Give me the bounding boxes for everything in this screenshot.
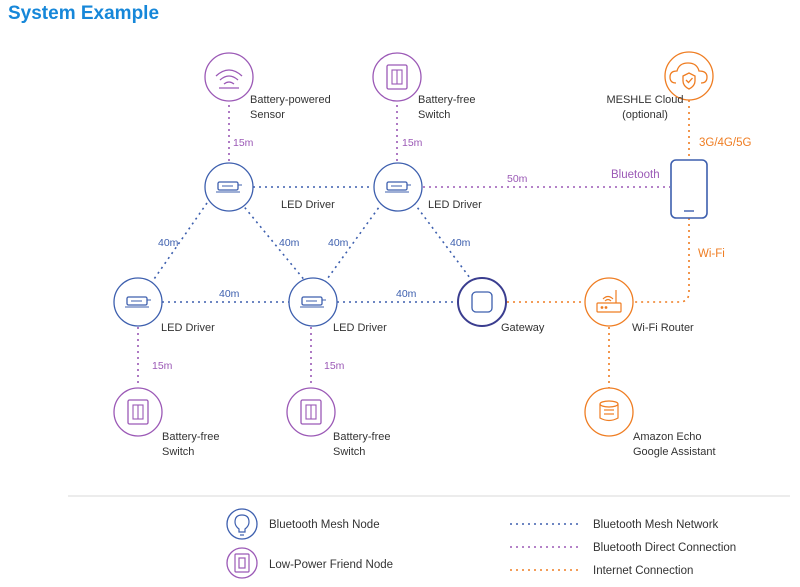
switch-node-bottom-mid: Battery-free Switch xyxy=(286,387,390,458)
distance-led2-gateway: 40m xyxy=(450,237,471,249)
link-led2-gateway xyxy=(413,202,474,283)
cloud-label-line2: (optional) xyxy=(622,109,668,121)
distance-switch-led: 15m xyxy=(402,137,423,149)
distance-led-phone: 50m xyxy=(507,173,528,185)
bulb-icon xyxy=(234,514,250,536)
internet-links xyxy=(507,100,690,388)
cloud-node: MESHLE Cloud (optional) xyxy=(606,51,714,121)
legend-mesh-network-label: Bluetooth Mesh Network xyxy=(593,519,719,531)
distance-led3-led4: 40m xyxy=(219,288,240,300)
distance-led2-led4: 40m xyxy=(328,237,349,249)
router-node: Wi-Fi Router xyxy=(584,277,694,334)
led-driver-2-label: LED Driver xyxy=(428,199,482,211)
distance-led1-led3: 40m xyxy=(158,237,179,249)
cloud-label-line1: MESHLE Cloud xyxy=(606,94,683,106)
link-phone-router xyxy=(633,218,690,303)
distance-led1-led4: 40m xyxy=(279,237,300,249)
echo-label-line2: Google Assistant xyxy=(633,446,716,458)
router-icon xyxy=(596,290,622,313)
led-driver-node-2: LED Driver xyxy=(373,162,482,212)
echo-label-line1: Amazon Echo xyxy=(633,431,701,443)
legend-mesh-node: Bluetooth Mesh Node xyxy=(226,508,380,540)
switch-bl-label-line1: Battery-free xyxy=(162,431,219,443)
distance-led4-switch: 15m xyxy=(324,360,345,372)
led-driver-node-4: LED Driver xyxy=(288,277,387,334)
direct-links xyxy=(137,105,670,386)
switch-top-label-line2: Switch xyxy=(418,109,450,121)
sensor-node: Battery-powered Sensor xyxy=(204,52,331,121)
distance-sensor-led: 15m xyxy=(233,137,254,149)
sensor-label-line2: Sensor xyxy=(250,109,285,121)
legend-direct-connection-label: Bluetooth Direct Connection xyxy=(593,542,736,554)
gateway-node: Gateway xyxy=(457,277,545,334)
mesh-links xyxy=(151,186,474,303)
switch-node-top: Battery-free Switch xyxy=(372,52,475,121)
led-driver-4-label: LED Driver xyxy=(333,322,387,334)
phone-node xyxy=(670,159,708,219)
distance-led4-gateway: 40m xyxy=(396,288,417,300)
echo-node: Amazon Echo Google Assistant xyxy=(584,387,716,458)
page-title: System Example xyxy=(8,3,160,24)
gateway-label: Gateway xyxy=(501,322,545,334)
cellular-label: 3G/4G/5G xyxy=(699,137,751,149)
friend-switch-icon xyxy=(234,553,250,573)
gateway-icon xyxy=(471,291,493,313)
led-driver-node-3: LED Driver xyxy=(113,277,215,334)
switch-bm-label-line1: Battery-free xyxy=(333,431,390,443)
legend-internet-connection: Internet Connection xyxy=(510,565,693,577)
sensor-label-line1: Battery-powered xyxy=(250,94,331,106)
echo-icon xyxy=(599,400,619,422)
legend-friend-node-label: Low-Power Friend Node xyxy=(269,559,393,571)
legend-mesh-network: Bluetooth Mesh Network xyxy=(510,519,719,531)
led-driver-1-label: LED Driver xyxy=(281,199,335,211)
router-label: Wi-Fi Router xyxy=(632,322,694,334)
legend-mesh-node-label: Bluetooth Mesh Node xyxy=(269,519,380,531)
link-led1-led4 xyxy=(240,202,307,283)
switch-bm-label-line2: Switch xyxy=(333,446,365,458)
distance-led3-switch: 15m xyxy=(152,360,173,372)
legend-direct-connection: Bluetooth Direct Connection xyxy=(510,542,736,554)
bluetooth-label: Bluetooth xyxy=(611,169,660,181)
switch-top-label-line1: Battery-free xyxy=(418,94,475,106)
link-led2-led4 xyxy=(324,202,383,283)
led-driver-3-label: LED Driver xyxy=(161,322,215,334)
sensor-icon xyxy=(215,69,243,89)
link-led1-led3 xyxy=(151,202,208,283)
legend: Bluetooth Mesh Node Low-Power Friend Nod… xyxy=(226,508,736,579)
legend-friend-node: Low-Power Friend Node xyxy=(226,547,393,579)
led-driver-node-1: LED Driver xyxy=(204,162,335,212)
wifi-label: Wi-Fi xyxy=(698,248,725,260)
switch-node-bottom-left: Battery-free Switch xyxy=(113,387,219,458)
cloud-icon xyxy=(669,62,708,90)
legend-internet-connection-label: Internet Connection xyxy=(593,565,693,577)
switch-bl-label-line2: Switch xyxy=(162,446,194,458)
